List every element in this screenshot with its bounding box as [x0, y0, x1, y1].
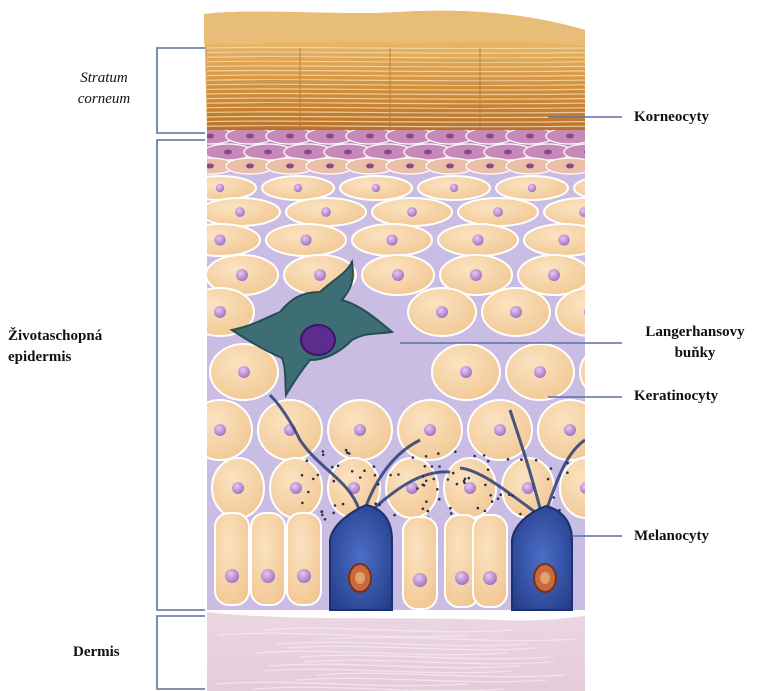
- basal-keratinocyte: [215, 513, 249, 605]
- keratinocyte: [432, 344, 500, 400]
- keratinocyte: [188, 400, 252, 460]
- bracket-dermis: [157, 616, 205, 689]
- keratinocyte: [496, 176, 568, 200]
- keratinocyte: [286, 198, 366, 226]
- bracket-viable-epidermis: [157, 140, 205, 610]
- dermis-layer: [207, 612, 585, 691]
- label-langerhans: Langerhansovy buňky: [628, 322, 762, 364]
- viable-epidermis-layer: [180, 128, 710, 610]
- keratinocyte: [386, 458, 438, 518]
- keratinocyte: [184, 176, 256, 200]
- keratinocyte: [458, 198, 538, 226]
- keratinocyte: [544, 198, 624, 226]
- basal-keratinocyte: [403, 517, 437, 609]
- keratinocyte: [398, 400, 462, 460]
- label-melanocyty: Melanocyty: [634, 526, 709, 547]
- label-korneocyty: Korneocyty: [634, 107, 709, 128]
- keratinocyte: [372, 198, 452, 226]
- keratinocyte: [352, 224, 432, 256]
- keratinocyte: [258, 400, 322, 460]
- keratinocyte: [596, 255, 668, 295]
- keratinocyte: [266, 224, 346, 256]
- keratinocyte: [438, 224, 518, 256]
- granular-cell: [546, 158, 594, 174]
- keratinocyte: [630, 198, 710, 226]
- melanocyte-right: [512, 506, 572, 610]
- keratinocyte: [524, 224, 604, 256]
- granular-cell: [586, 158, 634, 174]
- keratinocyte: [610, 224, 690, 256]
- keratinocyte: [328, 400, 392, 460]
- bracket-stratum-corneum: [157, 48, 205, 133]
- layer-brackets: [157, 48, 205, 689]
- label-langerhans-line1: Langerhansovy: [628, 322, 762, 343]
- keratinocyte: [180, 224, 260, 256]
- label-dermis: Dermis: [73, 642, 120, 663]
- keratinocyte: [506, 344, 574, 400]
- keratinocyte: [538, 400, 602, 460]
- label-stratum-corneum: Stratum corneum: [60, 68, 148, 110]
- langerhans-nucleus: [301, 325, 335, 355]
- basal-keratinocyte: [251, 513, 285, 605]
- keratinocyte: [418, 176, 490, 200]
- stratum-corneum-layer: [204, 11, 585, 132]
- label-langerhans-line2: buňky: [628, 343, 762, 364]
- keratinocyte: [262, 176, 334, 200]
- label-viable-epidermis-line2: epidermis: [8, 347, 148, 368]
- basal-keratinocyte: [473, 515, 507, 607]
- keratinocyte: [362, 255, 434, 295]
- keratinocyte: [556, 288, 624, 336]
- keratinocyte: [212, 458, 264, 518]
- keratinocyte: [200, 198, 280, 226]
- basal-keratinocyte: [287, 513, 321, 605]
- label-viable-epidermis-line1: Životaschopná: [8, 326, 148, 347]
- granular-cell: [546, 128, 594, 144]
- keratinocyte: [270, 458, 322, 518]
- keratinocyte: [340, 176, 412, 200]
- label-viable-epidermis: Životaschopná epidermis: [8, 326, 148, 368]
- label-stratum-corneum-line2: corneum: [60, 89, 148, 110]
- keratinocyte: [560, 458, 612, 518]
- label-stratum-corneum-line1: Stratum: [60, 68, 148, 89]
- label-keratinocyty: Keratinocyty: [634, 386, 718, 407]
- keratinocyte: [444, 458, 496, 518]
- keratinocyte: [482, 288, 550, 336]
- keratinocyte: [574, 176, 646, 200]
- keratinocyte: [408, 288, 476, 336]
